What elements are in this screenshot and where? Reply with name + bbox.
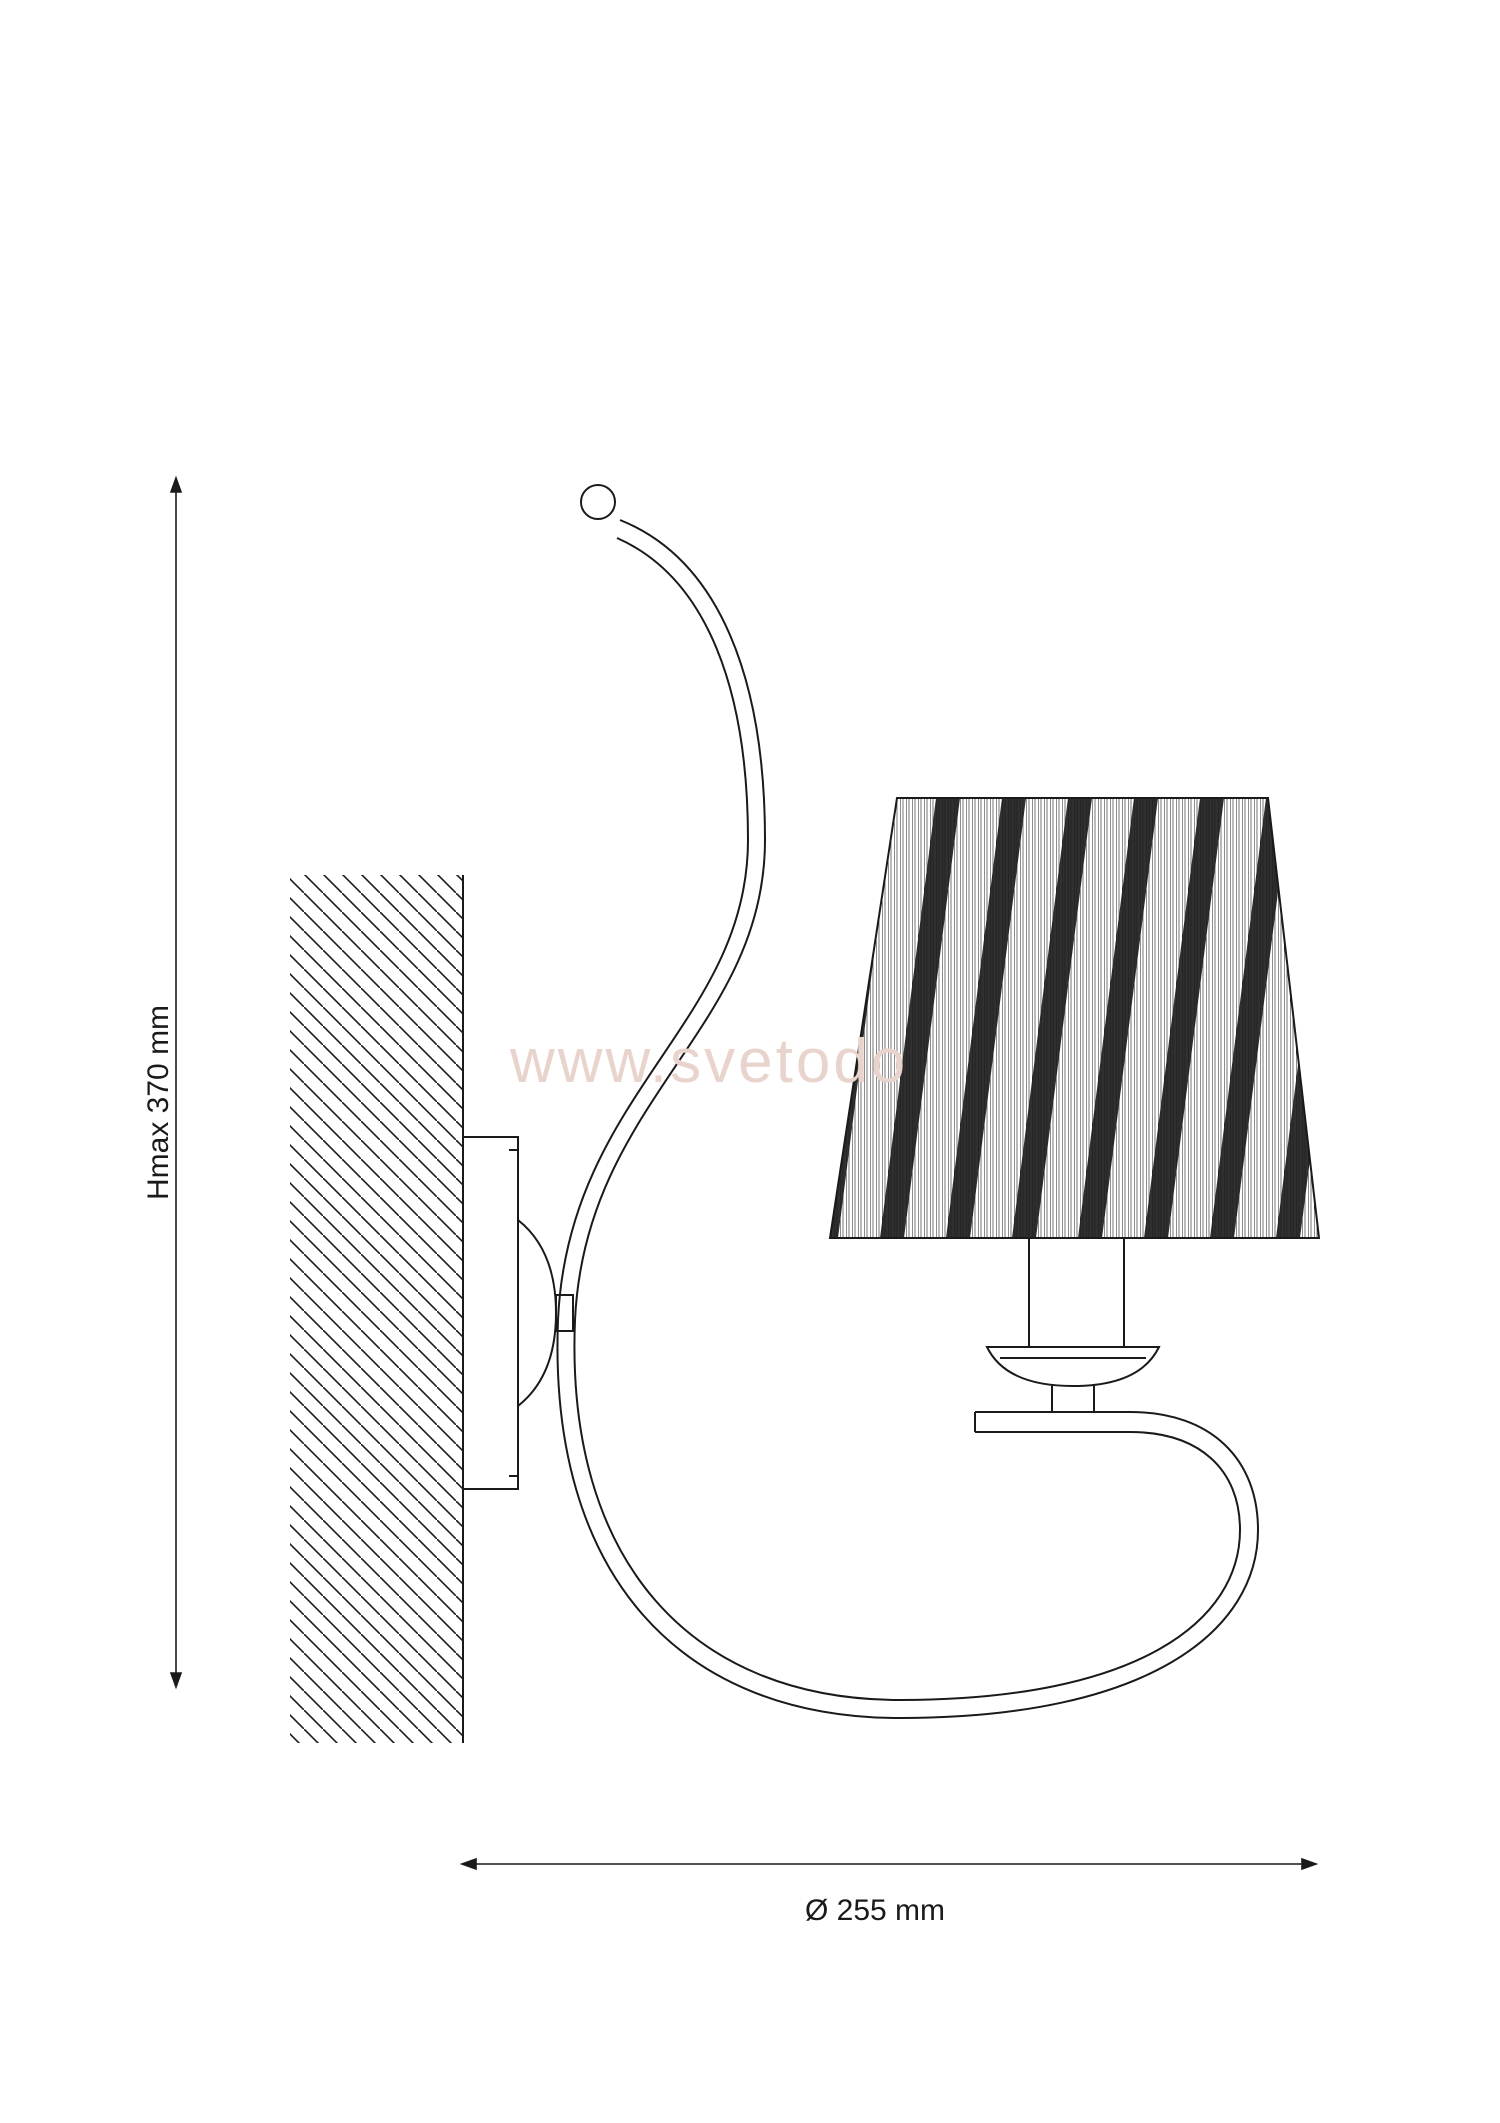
height-dimension-label: Hmax 370 mm: [142, 1005, 175, 1200]
candle-holder: [985, 1237, 1161, 1413]
finial-ball: [580, 484, 616, 520]
shade-stripe: [1210, 798, 1290, 1238]
lamp-arm: [556, 519, 1260, 1720]
width-dimension-label: Ø 255 mm: [805, 1894, 945, 1927]
shade-stripe: [946, 798, 1026, 1238]
shade-stripe: [1078, 798, 1158, 1238]
lampshade: [828, 797, 1422, 1239]
wall: [290, 875, 464, 1743]
shade-stripe: [1342, 798, 1422, 1238]
shade-stripe: [1144, 798, 1224, 1238]
watermark-text: www.svetodo: [509, 1027, 908, 1096]
height-dimension: [169, 475, 183, 1690]
wall-mount-base: [462, 1136, 574, 1490]
shade-stripe: [880, 798, 960, 1238]
shade-stripe: [1012, 798, 1092, 1238]
width-dimension: [459, 1857, 1319, 1871]
